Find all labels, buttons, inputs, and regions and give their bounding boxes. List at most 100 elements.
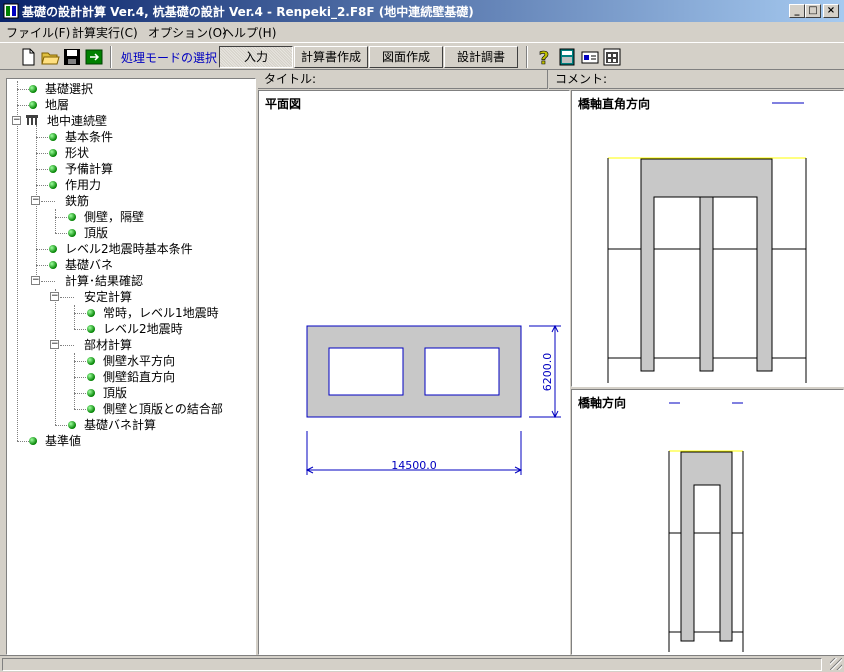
menu-file[interactable]: ファイル(F) xyxy=(6,26,71,40)
new-file-icon[interactable] xyxy=(18,47,38,67)
save-disk-icon[interactable] xyxy=(62,47,82,67)
help-question-icon[interactable]: ? xyxy=(534,47,554,67)
partition-wall xyxy=(699,196,714,372)
tree-item-level2-seismic[interactable]: レベル2地震時 xyxy=(87,321,183,337)
toolbar: 処理モードの選択 入力 計算書作成 図面作成 設計調書 ? xyxy=(0,42,844,70)
input-mode-button[interactable]: 入力 xyxy=(219,46,293,68)
status-dot-icon xyxy=(68,229,76,237)
drawing-mode-button[interactable]: 図面作成 xyxy=(369,46,443,68)
menu-help[interactable]: ヘルプ(H) xyxy=(222,26,277,40)
tree-collapse-toggle[interactable]: − xyxy=(12,115,21,125)
tree-item-strata[interactable]: 地層 xyxy=(29,97,69,113)
plan-cell-left xyxy=(328,347,404,396)
axis-drawing xyxy=(668,402,744,652)
tree-collapse-toggle[interactable]: − xyxy=(31,275,40,285)
title-field[interactable]: タイトル: xyxy=(258,70,548,89)
tree-item-standard-values[interactable]: 基準値 xyxy=(29,433,81,449)
plan-drawing: 14500.0 6200.0 xyxy=(305,324,561,475)
tree-item-side-wall-partition[interactable]: 側壁，隔壁 xyxy=(68,209,144,225)
tree-item-top-slab[interactable]: 頂版 xyxy=(68,225,108,241)
status-pane xyxy=(2,658,822,671)
tree-item-wall-slab-joint[interactable]: 側壁と頂版との結合部 xyxy=(87,401,223,417)
resize-grip-icon[interactable] xyxy=(830,658,842,670)
tree-connector xyxy=(36,265,48,266)
svg-text:?: ? xyxy=(539,48,549,67)
input-tree[interactable]: − − − − − 基礎選択 地層 地中連続壁 基本条件 形状 予備計算 作用力… xyxy=(6,78,256,655)
tree-connector xyxy=(17,89,29,90)
status-dot-icon xyxy=(68,421,76,429)
plan-view[interactable]: 平面図 14500.0 6200.0 xyxy=(258,90,570,655)
card-icon[interactable] xyxy=(580,47,600,67)
tree-item-member-calc[interactable]: 部材計算 xyxy=(84,338,133,352)
app-icon xyxy=(3,3,19,19)
tree-item-wall-vertical[interactable]: 側壁鉛直方向 xyxy=(87,369,175,385)
tree-connector xyxy=(74,353,75,409)
title-bar[interactable]: 基礎の設計計算 Ver.4, 杭基礎の設計 Ver.4 - Renpeki_2.… xyxy=(0,0,844,22)
tree-item-wall-horizontal[interactable]: 側壁水平方向 xyxy=(87,353,175,369)
status-dot-icon xyxy=(49,133,57,141)
wall-section xyxy=(640,158,773,372)
width-dimension-label: 14500.0 xyxy=(391,459,437,472)
status-bar xyxy=(0,655,844,672)
tree-collapse-toggle[interactable]: − xyxy=(50,339,59,349)
tree-connector xyxy=(74,393,86,394)
minimize-button[interactable]: _ xyxy=(789,4,805,18)
axis-view-title: 橋軸方向 xyxy=(578,396,627,410)
toolbar-separator xyxy=(526,46,528,68)
perpendicular-view-title: 橋軸直角方向 xyxy=(578,97,651,111)
tree-connector xyxy=(74,361,86,362)
perpendicular-elevation-view[interactable]: 橋軸直角方向 xyxy=(571,90,844,387)
building-icon[interactable] xyxy=(602,47,622,67)
status-dot-icon xyxy=(49,181,57,189)
tree-item-stability-calc[interactable]: 安定計算 xyxy=(84,290,133,304)
axis-elevation-view[interactable]: 橋軸方向 xyxy=(571,389,844,655)
survey-mode-button[interactable]: 設計調書 xyxy=(444,46,518,68)
tree-item-level2-basic[interactable]: レベル2地震時基本条件 xyxy=(49,241,193,257)
status-dot-icon xyxy=(49,261,57,269)
menu-option[interactable]: オプション(O) xyxy=(148,26,227,40)
status-dot-icon xyxy=(29,101,37,109)
status-dot-icon xyxy=(87,357,95,365)
tree-connector xyxy=(36,185,48,186)
tree-connector xyxy=(55,233,67,234)
report-mode-button[interactable]: 計算書作成 xyxy=(294,46,368,68)
tree-item-member-top-slab[interactable]: 頂版 xyxy=(87,385,127,401)
tree-item-shape[interactable]: 形状 xyxy=(49,145,89,161)
tree-collapse-toggle[interactable]: − xyxy=(50,291,59,301)
menu-calc[interactable]: 計算実行(C) xyxy=(72,26,138,40)
status-dot-icon xyxy=(29,85,37,93)
tree-connector xyxy=(55,425,67,426)
tree-item-normal-level1[interactable]: 常時，レベル1地震時 xyxy=(87,305,219,321)
tree-item-preliminary-calc[interactable]: 予備計算 xyxy=(49,161,113,177)
tree-connector xyxy=(55,209,56,233)
tree-item-diaphragm-wall[interactable]: 地中連続壁 xyxy=(25,113,107,129)
tree-connector xyxy=(36,153,48,154)
calculator-icon[interactable] xyxy=(557,47,577,67)
tree-connector xyxy=(36,249,48,250)
tree-item-foundation-spring[interactable]: 基礎バネ xyxy=(49,257,113,273)
tree-connector xyxy=(36,137,48,138)
maximize-button[interactable]: □ xyxy=(805,4,821,18)
tree-item-calc-results[interactable]: 計算･結果確認 xyxy=(65,274,144,288)
close-button[interactable]: × xyxy=(823,4,839,18)
tree-connector xyxy=(74,377,86,378)
exit-icon[interactable] xyxy=(84,47,104,67)
tree-item-basic-conditions[interactable]: 基本条件 xyxy=(49,129,113,145)
wall-foundation-icon xyxy=(26,115,38,125)
window-title: 基礎の設計計算 Ver.4, 杭基礎の設計 Ver.4 - Renpeki_2.… xyxy=(22,5,474,19)
width-dimension xyxy=(305,431,523,475)
plan-cell-right xyxy=(424,347,500,396)
plan-view-title: 平面図 xyxy=(265,97,302,111)
tree-item-rebar[interactable]: 鉄筋 xyxy=(65,194,90,208)
tree-connector xyxy=(60,297,74,298)
tree-connector xyxy=(74,305,75,329)
comment-field[interactable]: コメント: xyxy=(549,70,844,89)
mode-select-label: 処理モードの選択 xyxy=(121,51,218,65)
open-folder-icon[interactable] xyxy=(40,47,60,67)
tree-item-spring-calc[interactable]: 基礎バネ計算 xyxy=(68,417,156,433)
tree-item-foundation-select[interactable]: 基礎選択 xyxy=(29,81,93,97)
perpendicular-drawing xyxy=(607,102,807,383)
tree-connector xyxy=(17,105,29,106)
tree-collapse-toggle[interactable]: − xyxy=(31,195,40,205)
tree-item-acting-force[interactable]: 作用力 xyxy=(49,177,101,193)
